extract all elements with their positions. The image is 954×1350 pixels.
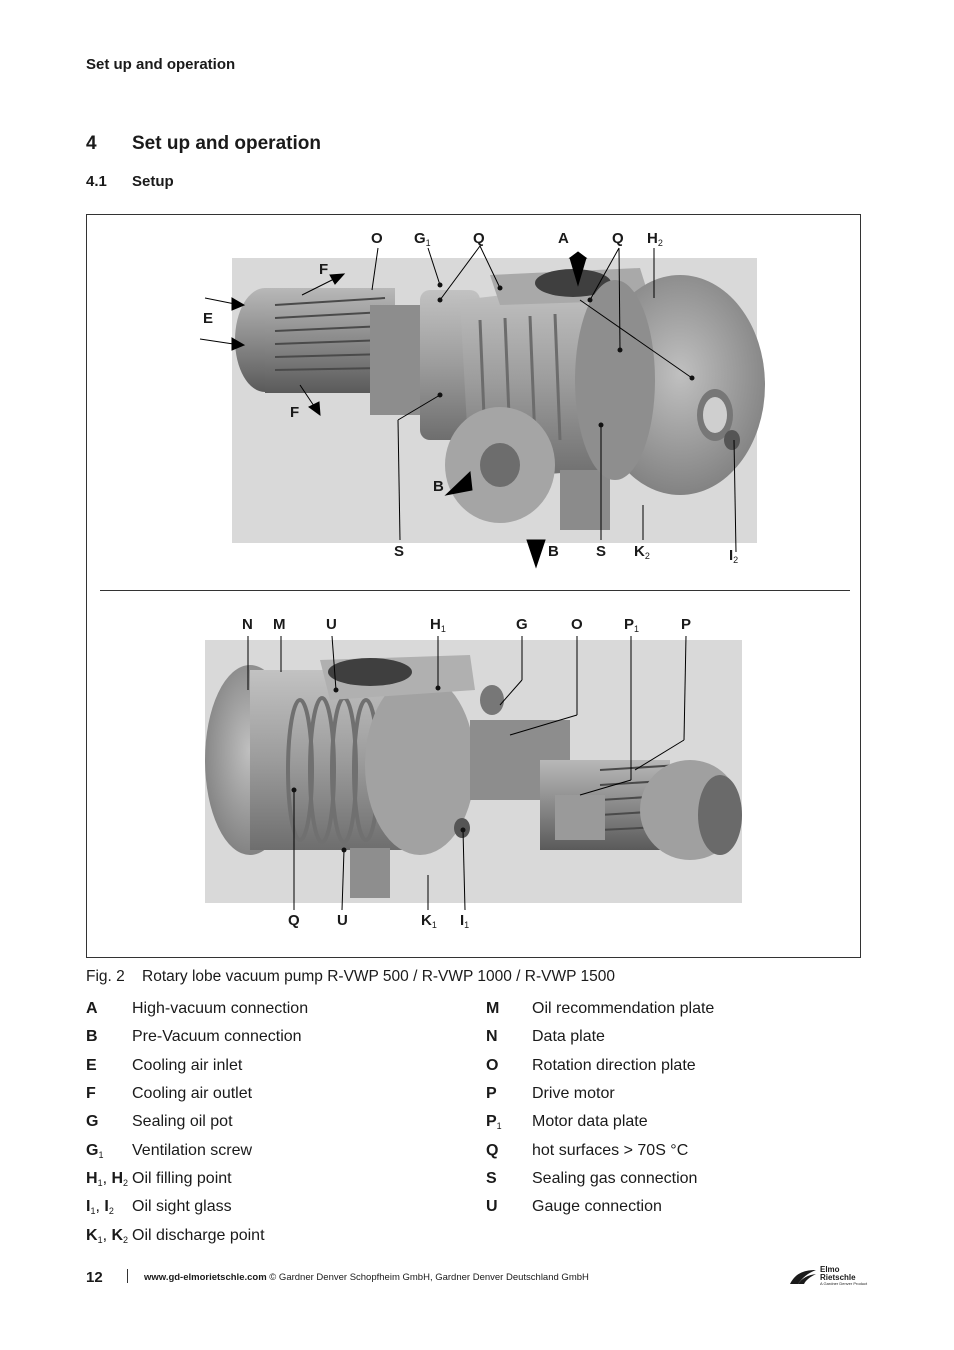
section-number: 4 — [86, 133, 97, 154]
label-h1: H1 — [430, 616, 446, 634]
figure-divider — [100, 590, 850, 591]
label-p: P — [681, 616, 692, 633]
footer-text: www.gd-elmorietschle.com © Gardner Denve… — [144, 1272, 589, 1283]
figure-caption-text: Rotary lobe vacuum pump R-VWP 500 / R-VW… — [142, 968, 615, 985]
label-s: S — [394, 543, 405, 560]
label-o: O — [371, 230, 383, 247]
figure-frame — [86, 214, 861, 958]
logo-swoosh-icon — [790, 1270, 816, 1284]
label-i2: I2 — [729, 547, 739, 565]
copyright-text: © Gardner Denver Schopfheim GmbH, Gardne… — [266, 1272, 589, 1283]
label-h2: H2 — [647, 230, 663, 248]
footer-divider — [127, 1269, 128, 1283]
label-q: Q — [473, 230, 485, 247]
label-u: U — [337, 912, 348, 929]
label-a: A — [558, 230, 569, 247]
label-b: B — [433, 478, 444, 495]
label-i1: I1 — [460, 912, 470, 930]
subsection-number: 4.1 — [86, 173, 107, 190]
figure-caption: Fig. 2 Rotary lobe vacuum pump R-VWP 500 … — [86, 968, 615, 986]
label-g: G — [516, 616, 528, 633]
section-title: Set up and operation — [132, 133, 321, 154]
label-u: U — [326, 616, 337, 633]
label-q: Q — [612, 230, 624, 247]
label-b: B — [548, 543, 559, 560]
label-m: M — [273, 616, 286, 633]
label-k1: K1 — [421, 912, 437, 930]
label-o: O — [571, 616, 583, 633]
label-f: F — [290, 404, 300, 421]
running-header: Set up and operation — [86, 56, 236, 73]
top-pump-image — [232, 258, 765, 543]
label-k2: K2 — [634, 543, 650, 561]
figure-number: Fig. 2 — [86, 968, 125, 985]
label-n: N — [242, 616, 253, 633]
label-p1: P1 — [624, 616, 640, 634]
label-s: S — [596, 543, 607, 560]
label-f: F — [319, 261, 329, 278]
label-g1: G1 — [414, 230, 431, 248]
subsection-title: Setup — [132, 173, 174, 190]
label-q: Q — [288, 912, 300, 929]
website-link[interactable]: www.gd-elmorietschle.com — [144, 1272, 267, 1283]
label-e: E — [203, 310, 214, 327]
bottom-pump-image — [205, 640, 742, 903]
page-number: 12 — [86, 1269, 103, 1286]
